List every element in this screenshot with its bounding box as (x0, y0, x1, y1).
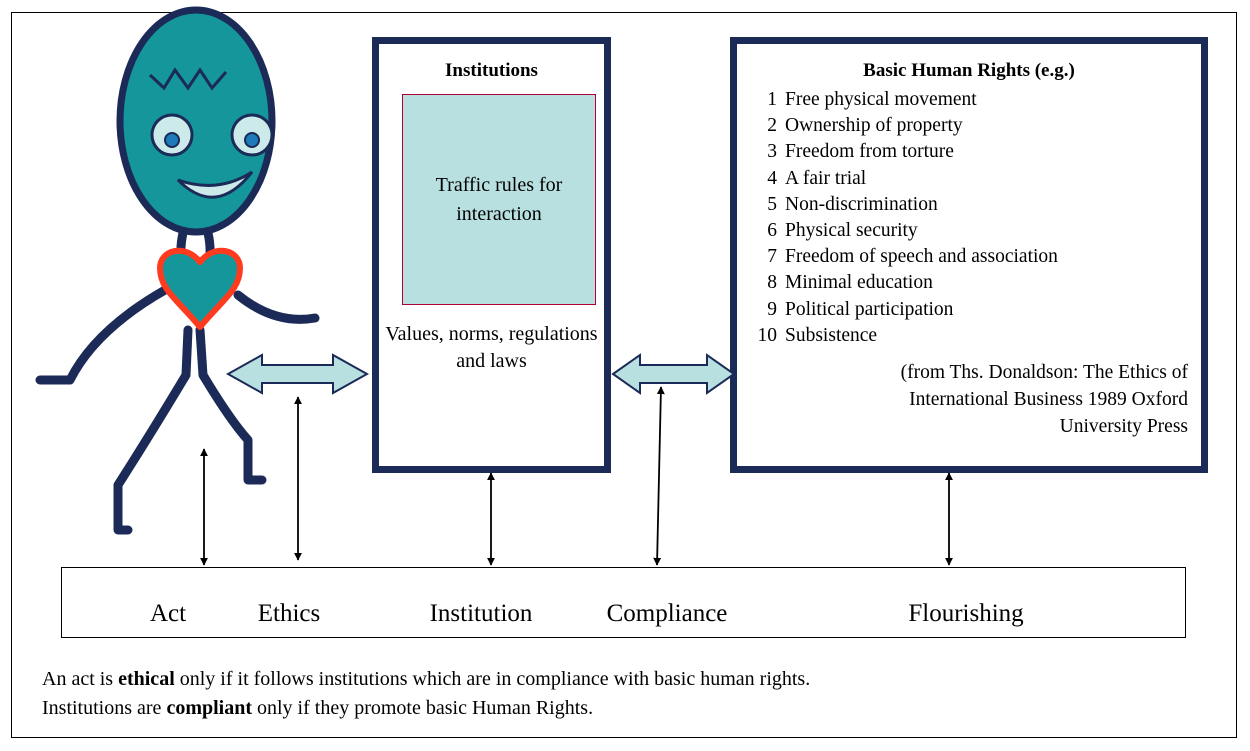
values-norms-text: Values, norms, regulations and laws (385, 323, 598, 372)
right-arm (233, 290, 320, 324)
bar-label-act: Act (149, 600, 187, 627)
bar-label-flourishing: Flourishing (908, 600, 1024, 627)
bar-label-institution: Institution (429, 600, 533, 627)
arrow-compliance (653, 386, 665, 566)
stick-figure (35, 6, 320, 535)
footnote-line-1: An act is ethical only if it follows ins… (42, 668, 811, 690)
traffic-rules-box: Traffic rules for interaction (402, 94, 596, 305)
bar-label-ethics: Ethics (257, 600, 321, 627)
hair-zigzag-icon (148, 67, 228, 91)
citation-text: (from Ths. Donaldson: The Ethics of Inte… (900, 362, 1188, 437)
block-arrow-institutions-rights (611, 353, 736, 395)
compliant-emphasis: compliant (166, 697, 252, 719)
smile (176, 170, 254, 199)
head (116, 6, 276, 236)
rights-title: Basic Human Rights (e.g.) (863, 60, 1075, 81)
ethical-emphasis: ethical (118, 668, 175, 690)
heart-icon (157, 247, 243, 330)
bar-label-compliance: Compliance (606, 600, 728, 627)
traffic-rules-text: Traffic rules for interaction (435, 173, 563, 225)
institutions-box: Institutions Traffic rules for interacti… (372, 37, 611, 473)
right-leg (195, 325, 267, 485)
diagram-frame (11, 12, 1237, 738)
left-leg (113, 325, 193, 535)
footnote-line-2: Institutions are compliant only if they … (42, 697, 594, 719)
institutions-title: Institutions (445, 60, 538, 81)
left-arm (35, 285, 170, 385)
right-pupil (244, 132, 260, 148)
concept-bar (61, 567, 1186, 638)
block-arrow-figure-institutions (225, 353, 370, 395)
left-pupil (164, 132, 180, 148)
